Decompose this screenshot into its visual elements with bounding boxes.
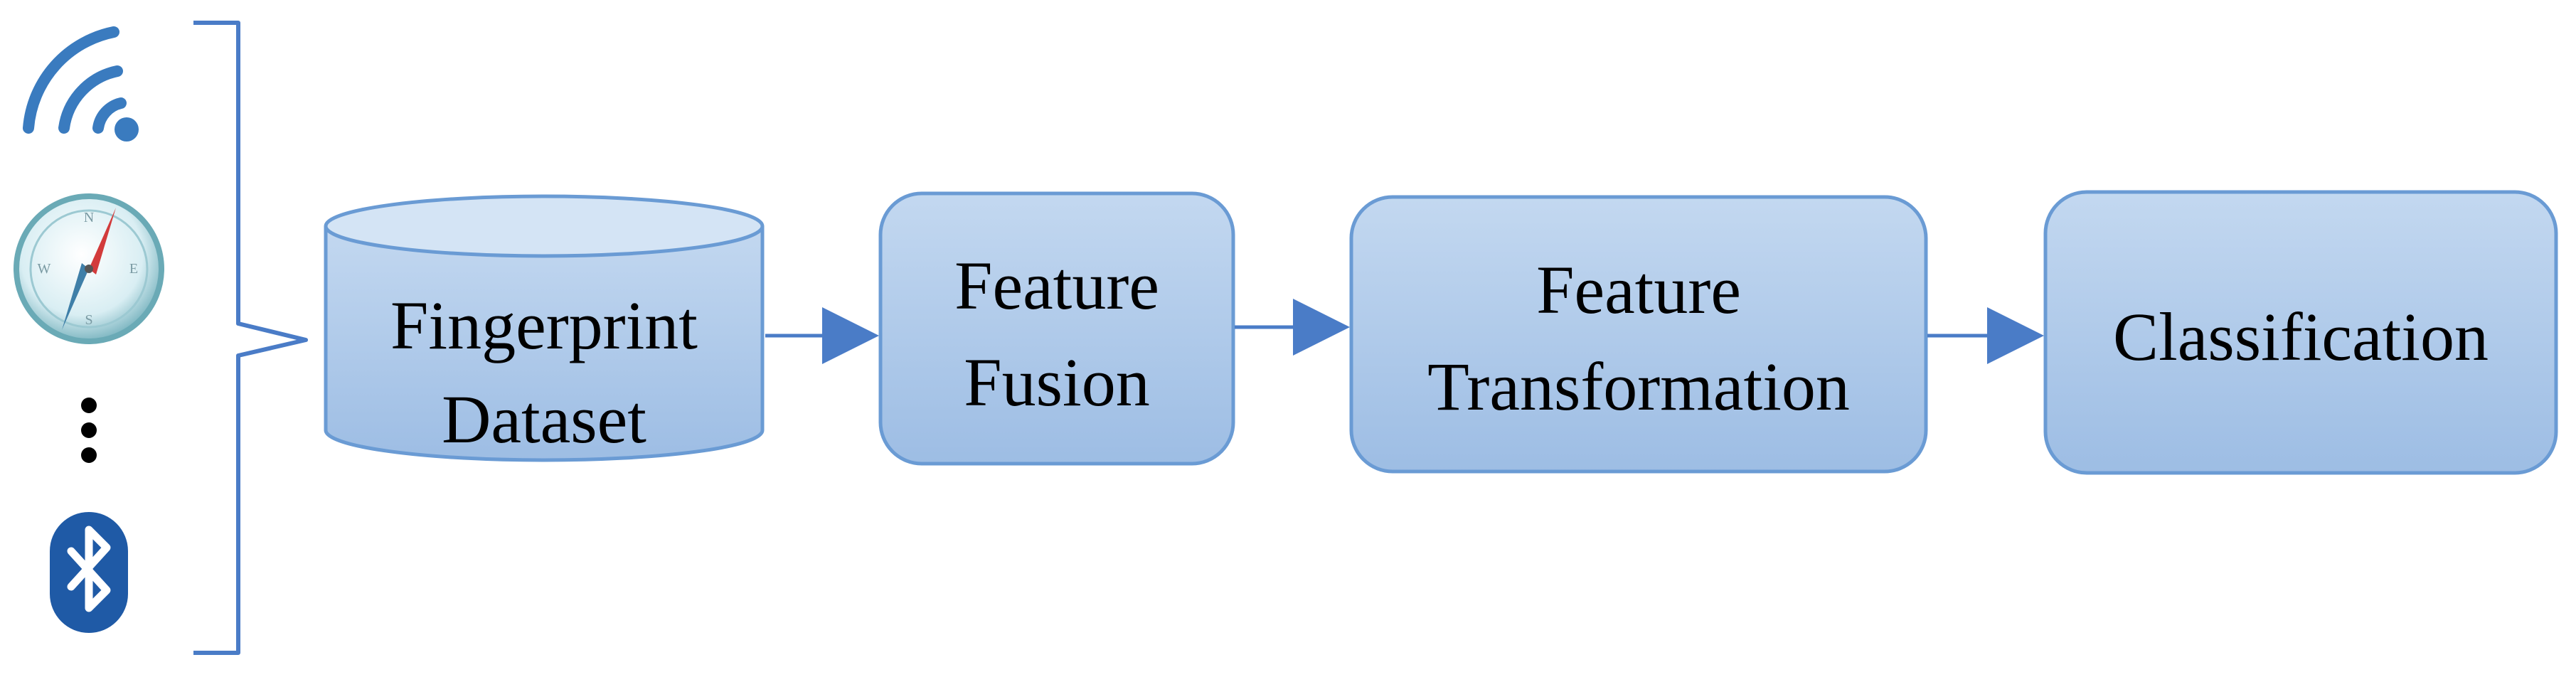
fusion-node xyxy=(878,191,1235,466)
svg-text:E: E xyxy=(129,261,138,277)
dataset-label-line2: Dataset xyxy=(442,381,646,457)
svg-text:N: N xyxy=(84,210,94,225)
ellipsis-icon xyxy=(81,398,97,463)
bluetooth-icon xyxy=(50,512,128,633)
classification-node xyxy=(2043,190,2558,475)
source-brace xyxy=(193,21,308,655)
fusion-label-line1: Feature xyxy=(954,247,1159,324)
svg-text:S: S xyxy=(85,312,92,328)
classification-label: Classification xyxy=(2113,299,2489,375)
arrow-dataset-to-fusion xyxy=(765,307,879,364)
transformation-label-line2: Transformation xyxy=(1427,348,1850,425)
svg-text:W: W xyxy=(38,261,51,277)
transformation-node xyxy=(1349,195,1928,474)
compass-icon: N E S W xyxy=(14,193,164,344)
wifi-icon xyxy=(23,26,139,142)
arrow-transformation-to-classification xyxy=(1927,307,2044,364)
transformation-label-line1: Feature xyxy=(1536,252,1741,328)
dataset-node xyxy=(324,194,765,462)
fusion-label-line2: Fusion xyxy=(964,344,1150,420)
arrow-fusion-to-transformation xyxy=(1235,299,1350,356)
dataset-label-line1: Fingerprint xyxy=(390,287,698,363)
